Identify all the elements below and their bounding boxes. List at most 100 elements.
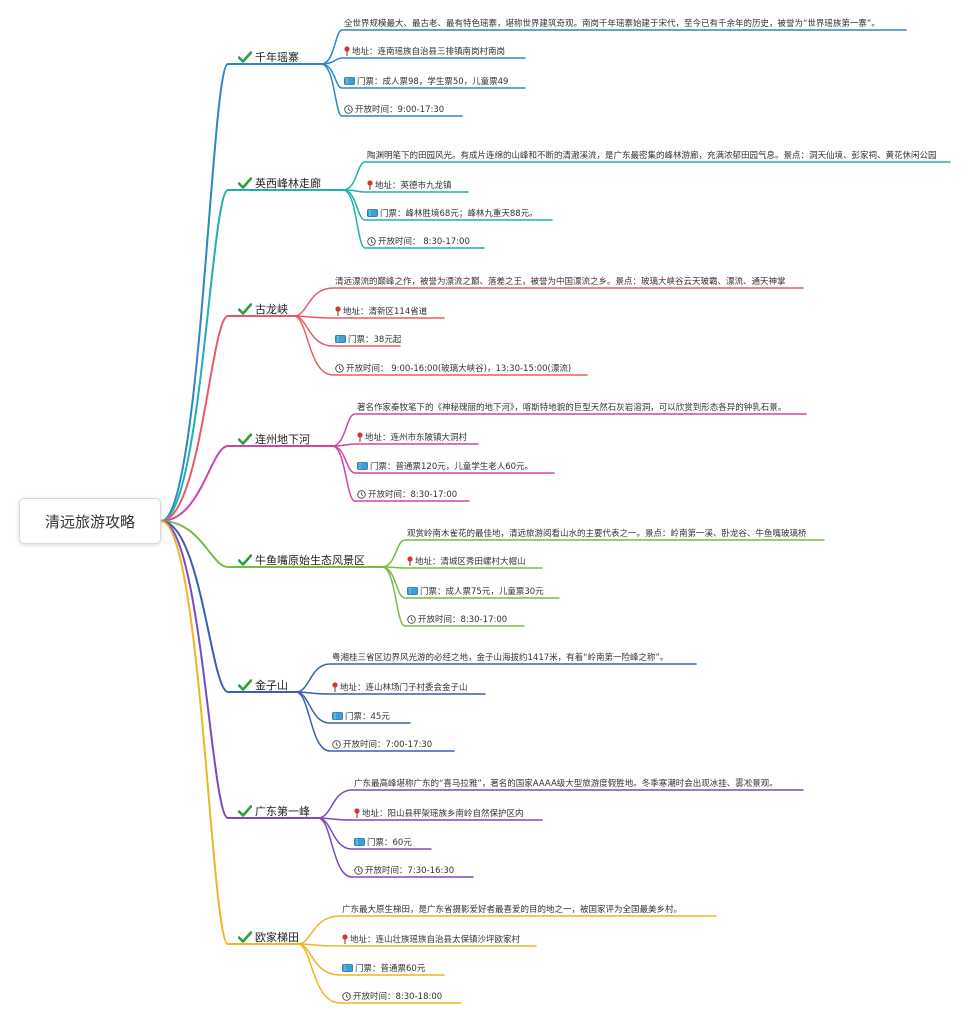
ticket-icon — [342, 964, 353, 972]
branch-connector — [160, 520, 299, 945]
leaf-desc[interactable]: 著名作家秦牧笔下的《神秘瑰丽的地下河》，喀斯特地貌的巨型天然石灰岩溶洞，可以欣赏… — [357, 401, 786, 413]
leaf-text: 开放时间： 9:00-16:00(玻璃大峡谷)，13:30-15:00(漂流) — [346, 364, 572, 374]
ticket-icon — [344, 77, 355, 85]
leaf-text: 门票：60元 — [367, 838, 412, 848]
leaf-hours[interactable]: 开放时间：7:30-16:30 — [354, 864, 454, 876]
leaf-ticket[interactable]: 门票：普通票60元 — [342, 962, 425, 974]
leaf-text: 开放时间： 8:30-17:00 — [378, 237, 470, 247]
branch-node[interactable]: 古龙峡 — [238, 301, 288, 317]
leaf-text: 地址：清城区秀田螺村大帽山 — [415, 557, 526, 567]
leaf-ticket[interactable]: 门票：60元 — [354, 836, 412, 848]
leaf-connector — [381, 539, 825, 568]
root-node[interactable]: 清远旅游攻略 — [19, 498, 161, 544]
clock-icon — [367, 236, 376, 246]
leaf-connector — [342, 161, 951, 191]
branch-connector — [160, 520, 319, 819]
branch-connector — [160, 520, 297, 693]
branch-node[interactable]: 连州地下河 — [238, 431, 310, 447]
leaf-desc[interactable]: 清远漂流的巅峰之作，被誉为漂流之巅、落差之王，被誉为中国漂流之乡。景点：玻璃大峡… — [335, 275, 786, 287]
leaf-connector — [331, 443, 479, 447]
check-icon — [238, 51, 252, 63]
map-pin-icon — [342, 934, 348, 944]
leaf-connector — [295, 691, 455, 752]
leaf-hours[interactable]: 开放时间：7:00-17:30 — [332, 738, 432, 750]
clock-icon — [354, 865, 363, 875]
branch-node[interactable]: 牛鱼嘴原始生态风景区 — [238, 552, 365, 568]
leaf-connector — [297, 943, 537, 947]
leaf-ticket[interactable]: 门票：峰林胜境68元；峰林九重天88元。 — [367, 207, 538, 219]
leaf-address[interactable]: 地址：清新区114省道 — [335, 305, 427, 317]
branch-node[interactable]: 欧家梯田 — [238, 929, 299, 945]
clock-icon — [342, 991, 351, 1001]
leaf-desc[interactable]: 粤湘桂三省区边界风光游的必经之地，金子山海拔约1417米，有着“岭南第一险峰之称… — [332, 651, 668, 663]
map-pin-icon — [357, 432, 363, 442]
branch-connector — [160, 315, 295, 522]
leaf-hours[interactable]: 开放时间： 9:00-16:00(玻璃大峡谷)，13:30-15:00(漂流) — [335, 362, 571, 374]
leaf-hours[interactable]: 开放时间： 8:30-17:00 — [367, 235, 470, 247]
leaf-connector — [317, 817, 543, 821]
leaf-text: 门票：普通票60元 — [355, 964, 426, 974]
leaf-address[interactable]: 地址：清城区秀田螺村大帽山 — [407, 555, 526, 567]
leaf-ticket[interactable]: 门票：45元 — [332, 710, 390, 722]
leaf-hours[interactable]: 开放时间：9:00-17:30 — [344, 103, 444, 115]
check-icon — [238, 679, 252, 691]
branch-node[interactable]: 英西峰林走廊 — [238, 175, 321, 191]
leaf-text: 地址：连南瑶族自治县三排镇南岗村南岗 — [352, 47, 506, 57]
leaf-connector — [320, 29, 907, 65]
leaf-text: 地址：连州市东陂镇大洞村 — [365, 433, 468, 443]
leaf-address[interactable]: 地址：连山林场门子村委会金子山 — [332, 681, 468, 693]
leaf-hours[interactable]: 开放时间：8:30-17:00 — [357, 488, 457, 500]
leaf-desc[interactable]: 广东最高峰堪称广东的“喜马拉雅”，著名的国家AAAA级大型旅游度假胜地。冬季寒潮… — [354, 777, 778, 789]
leaf-connector — [297, 943, 462, 1004]
leaf-text: 地址：阳山县秤架瑶族乡南岭自然保护区内 — [362, 809, 524, 819]
check-icon — [238, 554, 252, 566]
leaf-address[interactable]: 地址：英德市九龙镇 — [367, 179, 452, 191]
clock-icon — [357, 489, 366, 499]
leaf-desc[interactable]: 全世界规模最大、最古老、最有特色瑶寨，堪称世界建筑奇观。南岗千年瑶寨始建于宋代，… — [344, 17, 880, 29]
leaf-connector — [342, 189, 485, 249]
ticket-icon — [332, 712, 343, 720]
leaf-hours[interactable]: 开放时间：8:30-17:00 — [407, 613, 507, 625]
leaf-address[interactable]: 地址：连山壮族瑶族自治县太保镇沙坪欧家村 — [342, 933, 520, 945]
branch-node[interactable]: 千年瑶寨 — [238, 49, 299, 65]
ticket-icon — [357, 462, 368, 470]
branch-node[interactable]: 金子山 — [238, 677, 288, 693]
branch-title: 连州地下河 — [255, 433, 310, 446]
leaf-address[interactable]: 地址：阳山县秤架瑶族乡南岭自然保护区内 — [354, 807, 524, 819]
leaf-text: 门票：成人票98，学生票50，儿童票49 — [357, 77, 509, 87]
branch-title: 欧家梯田 — [255, 931, 299, 944]
leaf-ticket[interactable]: 门票：普通票120元，儿童学生老人60元。 — [357, 460, 533, 472]
branch-connector — [160, 520, 383, 568]
ticket-icon — [367, 209, 378, 217]
map-pin-icon — [407, 556, 413, 566]
clock-icon — [407, 614, 416, 624]
leaf-connector — [381, 566, 543, 569]
leaf-connector — [293, 315, 588, 376]
leaf-ticket[interactable]: 门票：38元起 — [335, 333, 401, 345]
leaf-text: 门票：成人票75元，儿童票30元 — [420, 587, 544, 597]
check-icon — [238, 805, 252, 817]
leaf-connector — [297, 915, 717, 945]
leaf-text: 观赏岭南木雀花的最佳地，清远旅游阅看山水的主要代表之一。景点：岭南第一溪、卧龙谷… — [407, 529, 807, 539]
leaf-text: 全世界规模最大、最古老、最有特色瑶寨，堪称世界建筑奇观。南岗千年瑶寨始建于宋代，… — [344, 19, 880, 29]
check-icon — [238, 931, 252, 943]
leaf-text: 开放时间：7:00-17:30 — [343, 740, 433, 750]
leaf-text: 广东最高峰堪称广东的“喜马拉雅”，著名的国家AAAA级大型旅游度假胜地。冬季寒潮… — [354, 779, 778, 789]
leaf-text: 开放时间：8:30-17:00 — [418, 615, 508, 625]
leaf-ticket[interactable]: 门票：成人票98，学生票50，儿童票49 — [344, 75, 508, 87]
leaf-ticket[interactable]: 门票：成人票75元，儿童票30元 — [407, 585, 544, 597]
map-pin-icon — [332, 682, 338, 692]
leaf-address[interactable]: 地址：连南瑶族自治县三排镇南岗村南岗 — [344, 45, 505, 57]
leaf-address[interactable]: 地址：连州市东陂镇大洞村 — [357, 431, 467, 443]
leaf-connector — [295, 663, 697, 693]
leaf-connector — [295, 691, 486, 695]
branch-node[interactable]: 广东第一峰 — [238, 803, 310, 819]
leaf-desc[interactable]: 广东最大原生梯田，是广东省摄影爱好者最喜爱的目的地之一，被国家评为全国最美乡村。 — [342, 903, 682, 915]
leaf-hours[interactable]: 开放时间：8:30-18:00 — [342, 990, 442, 1002]
ticket-icon — [335, 335, 346, 343]
leaf-desc[interactable]: 观赏岭南木雀花的最佳地，清远旅游阅看山水的主要代表之一。景点：岭南第一溪、卧龙谷… — [407, 527, 807, 539]
branch-title: 千年瑶寨 — [255, 51, 299, 64]
map-pin-icon — [354, 808, 360, 818]
leaf-desc[interactable]: 陶渊明笔下的田园风光。有成片连绵的山峰和不断的清澈溪流，是广东最密集的峰林游廊，… — [367, 149, 937, 161]
